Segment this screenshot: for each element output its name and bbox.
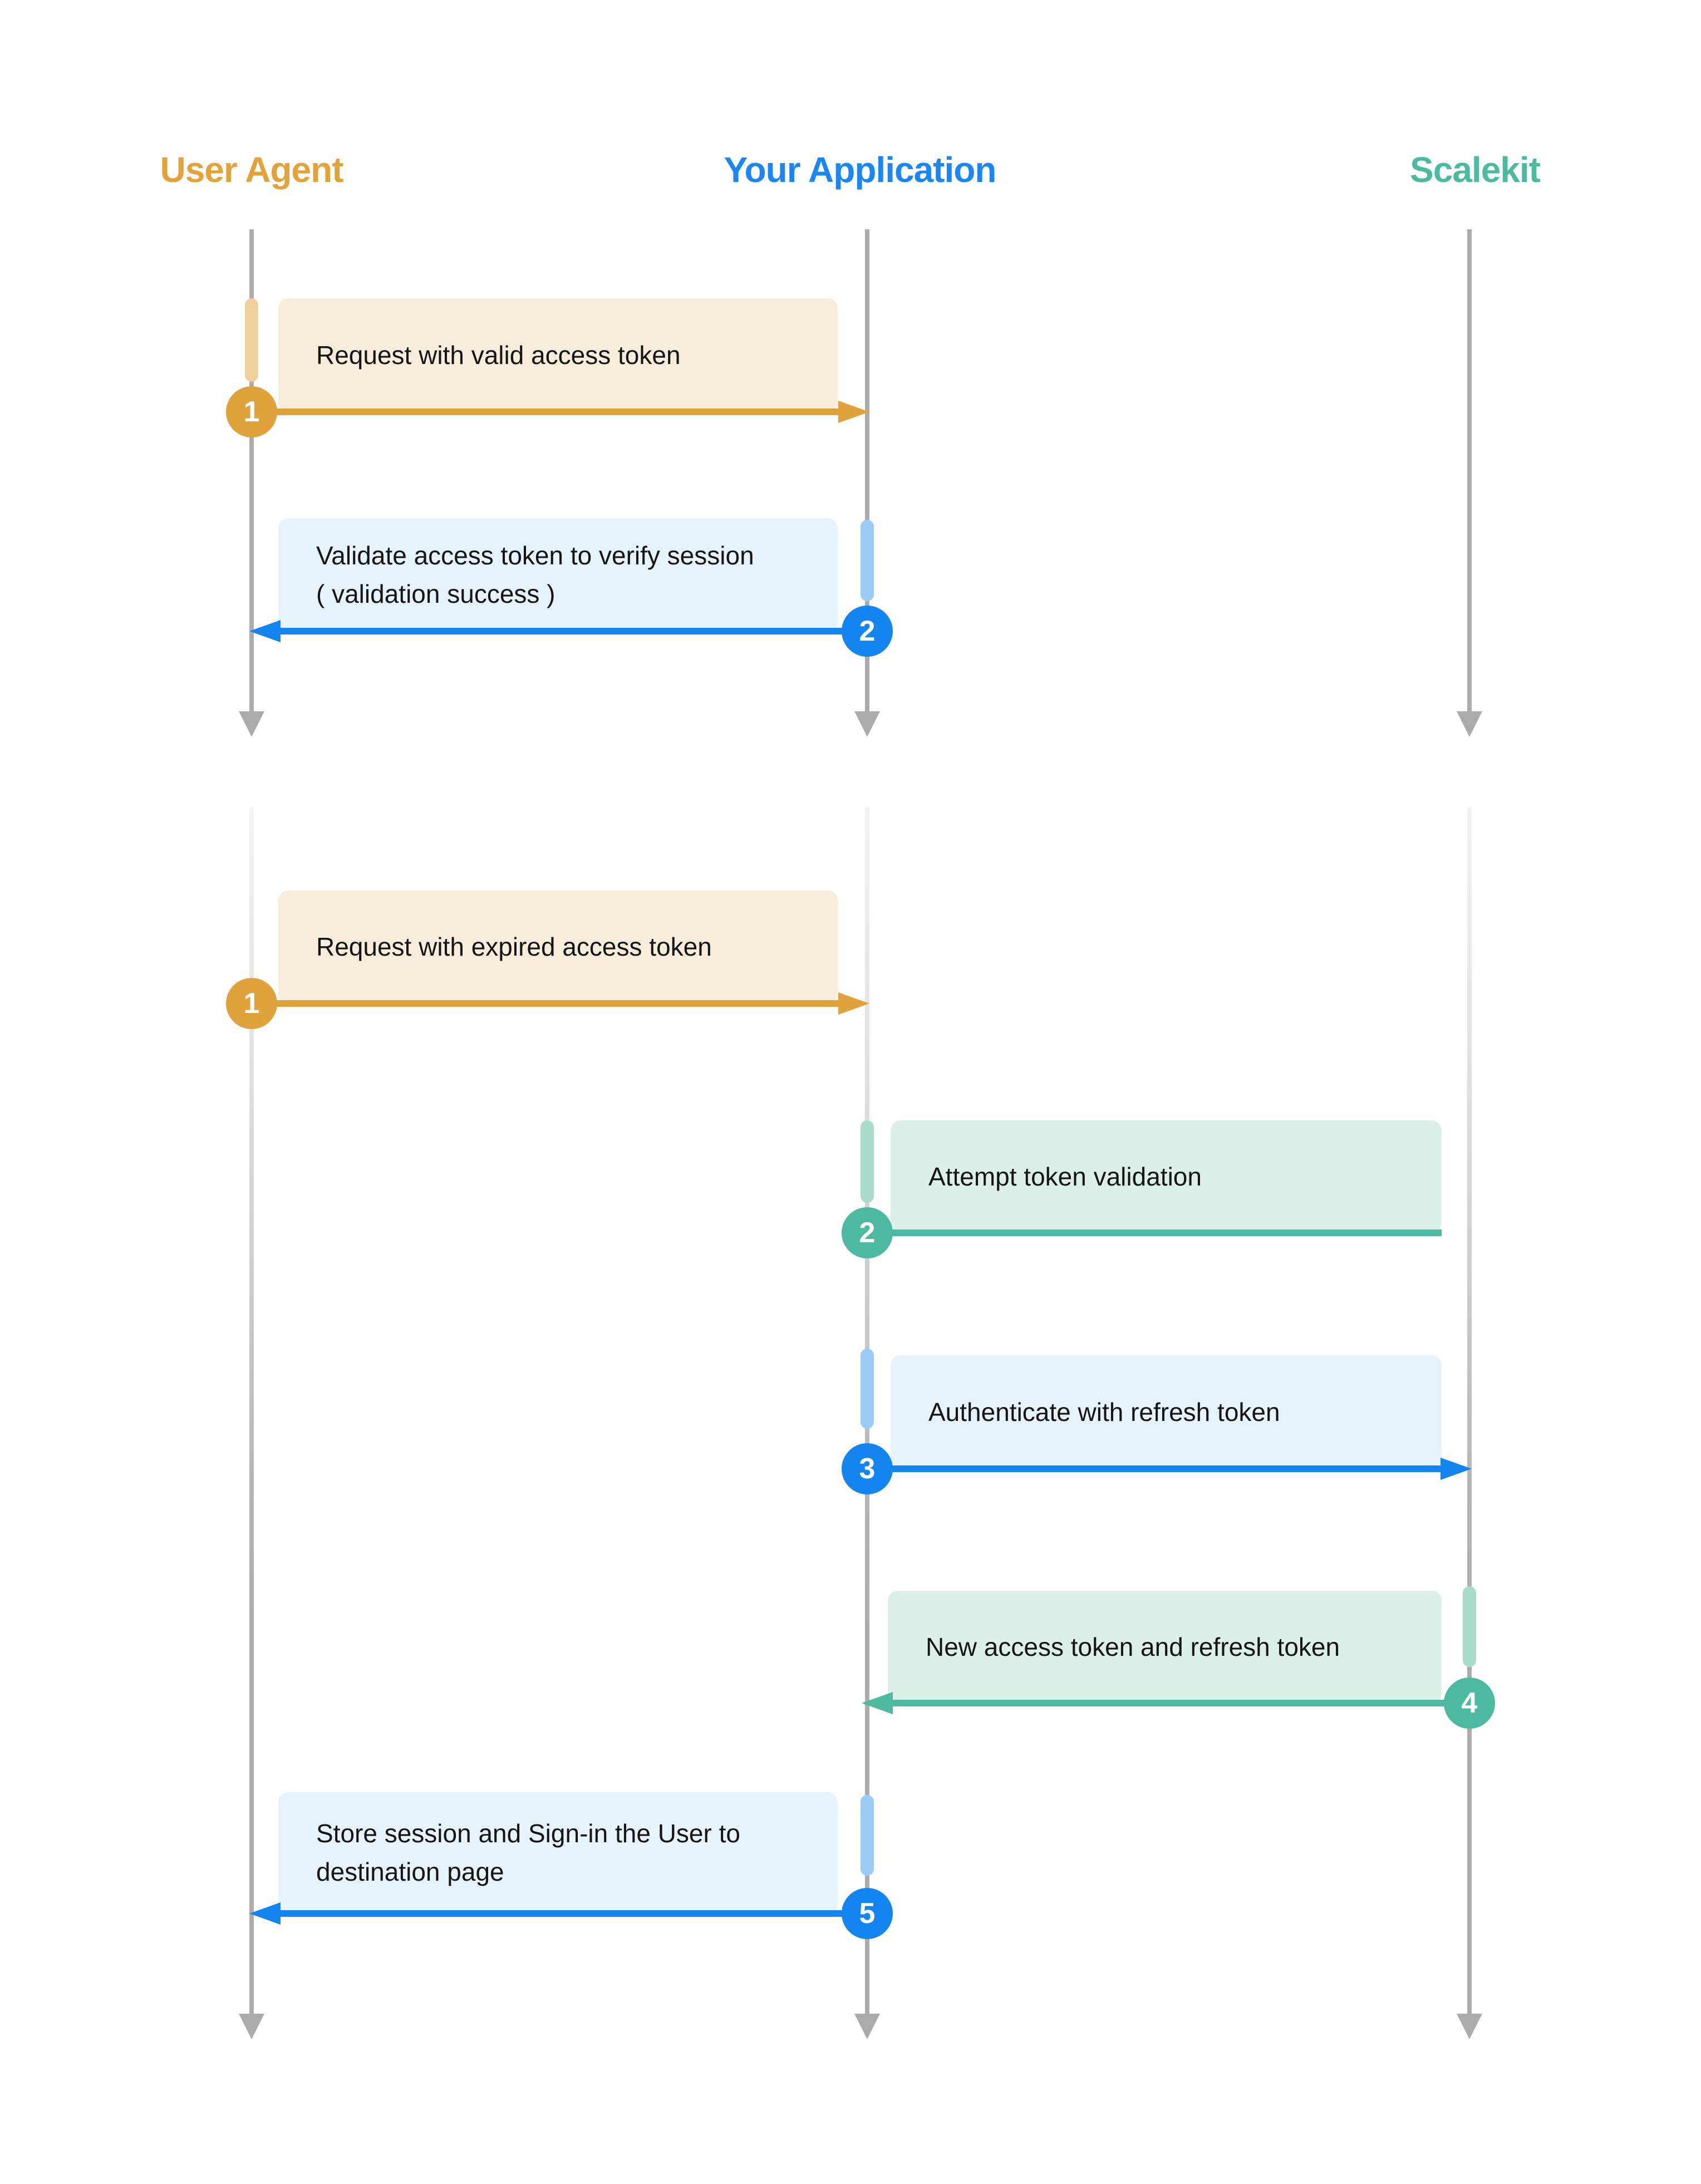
- actor-header-user-agent: User Agent: [160, 150, 343, 190]
- scalekit-lifeline-2: [1467, 807, 1472, 2014]
- activation-bar-scalekit: [1463, 1586, 1476, 1667]
- message-text: ( validation success ): [316, 579, 555, 608]
- step-number: 2: [859, 615, 876, 647]
- step-badge-1: 1: [226, 978, 277, 1029]
- step-number: 1: [243, 396, 260, 428]
- activation-bar-your-application: [861, 1349, 874, 1429]
- message-box-validate-token: Validate access token to verify session …: [278, 518, 838, 631]
- message-arrow-line: [281, 1910, 867, 1917]
- lifeline-arrow-down-icon: [854, 2014, 880, 2039]
- scalekit-lifeline-1: [1467, 229, 1472, 711]
- step-badge-5: 5: [842, 1888, 893, 1939]
- arrow-right-icon: [1441, 1458, 1472, 1480]
- activation-bar-your-application: [861, 1795, 874, 1876]
- arrow-left-icon: [862, 1692, 893, 1714]
- message-text: New access token and refresh token: [926, 1632, 1340, 1661]
- arrow-right-icon: [838, 401, 869, 423]
- step-number: 4: [1461, 1687, 1478, 1719]
- message-text: Authenticate with refresh token: [928, 1397, 1280, 1427]
- step-badge-3: 3: [842, 1443, 893, 1494]
- message-box-authenticate-refresh: Authenticate with refresh token: [891, 1355, 1442, 1469]
- message-text: Request with expired access token: [316, 932, 712, 961]
- step-number: 3: [859, 1453, 876, 1485]
- message-text: Validate access token to verify session: [316, 540, 754, 570]
- message-arrow-line: [252, 1000, 839, 1007]
- message-text: Request with valid access token: [316, 340, 681, 370]
- step-badge-4: 4: [1444, 1678, 1495, 1729]
- message-box-request-expired-token: Request with expired access token: [278, 891, 838, 1004]
- actor-header-scalekit: Scalekit: [1410, 150, 1541, 190]
- lifeline-arrow-down-icon: [239, 2014, 264, 2039]
- step-badge-2: 2: [842, 606, 893, 657]
- message-text: Attempt token validation: [928, 1162, 1202, 1191]
- message-underline: [867, 1229, 1442, 1236]
- step-number: 2: [859, 1217, 876, 1249]
- message-text: destination page: [316, 1857, 504, 1886]
- activation-bar-user-agent: [245, 298, 258, 382]
- message-box-store-session: Store session and Sign-in the User to de…: [278, 1792, 838, 1914]
- message-arrow-line: [252, 409, 839, 415]
- lifeline-arrow-down-icon: [1457, 711, 1482, 737]
- arrow-right-icon: [838, 992, 869, 1015]
- step-number: 5: [859, 1897, 876, 1930]
- message-arrow-line: [281, 628, 867, 634]
- arrow-left-icon: [249, 1902, 281, 1925]
- message-box-attempt-validation: Attempt token validation: [891, 1120, 1442, 1233]
- message-arrow-line: [893, 1700, 1469, 1706]
- step-badge-1: 1: [226, 386, 277, 437]
- step-badge-2: 2: [842, 1207, 893, 1258]
- lifeline-arrow-down-icon: [854, 711, 880, 737]
- user-agent-lifeline-1: [249, 229, 254, 711]
- step-number: 1: [243, 987, 260, 1020]
- message-box-request-valid-token: Request with valid access token: [278, 298, 838, 412]
- lifeline-arrow-down-icon: [239, 711, 264, 737]
- lifeline-arrow-down-icon: [1457, 2014, 1482, 2039]
- activation-bar-your-application: [861, 520, 874, 601]
- actor-header-your-application: Your Application: [724, 150, 997, 190]
- message-text: Store session and Sign-in the User to: [316, 1819, 740, 1848]
- arrow-left-icon: [249, 620, 281, 642]
- your-application-lifeline-1: [865, 229, 869, 711]
- message-arrow-line: [867, 1465, 1442, 1472]
- message-box-new-tokens: New access token and refresh token: [888, 1591, 1442, 1703]
- user-agent-lifeline-2: [249, 807, 254, 2014]
- activation-bar-your-application: [861, 1120, 874, 1203]
